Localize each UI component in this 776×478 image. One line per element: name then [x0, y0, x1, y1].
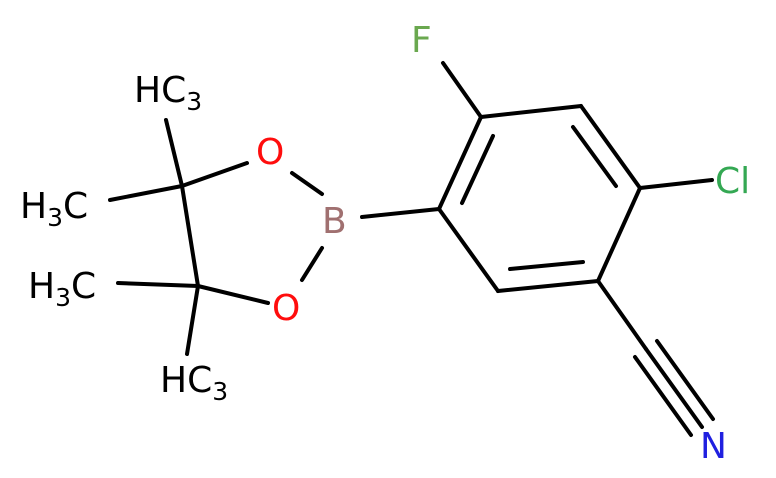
bond-c4-c5 — [496, 279, 600, 293]
bond-triple-1 — [644, 347, 704, 429]
bond-c-b — [360, 207, 441, 219]
bond-c5-c6 — [437, 207, 500, 293]
bond-c-cn — [596, 279, 648, 351]
methyl-label-lower-left: H3C — [28, 266, 96, 312]
atom-oxygen-top: O — [256, 132, 284, 173]
bond-c2-c3-inner — [571, 125, 618, 188]
benzene-ring — [437, 104, 642, 293]
methyl-label-upper-left: H3C — [20, 186, 88, 232]
atom-nitrogen: N — [700, 426, 727, 467]
bond-b-o2 — [300, 246, 324, 282]
atom-oxygen-bottom: O — [272, 288, 300, 329]
bond-c6-c1-inner — [460, 134, 495, 205]
bond-c1-c2 — [479, 104, 583, 119]
bond-c6-c1 — [437, 115, 483, 211]
bond-triple-3 — [655, 339, 715, 421]
bond-methyl-4 — [185, 284, 200, 356]
bond-o1-c — [180, 161, 249, 188]
methyl-label-top: HC3 — [134, 70, 202, 116]
atom-boron: B — [322, 201, 347, 242]
bond-c-c — [180, 184, 200, 288]
bond-c-f — [441, 61, 483, 119]
bond-methyl-2 — [108, 184, 184, 202]
bond-c3-c4 — [596, 186, 642, 283]
dioxaborolane-ring — [180, 161, 324, 305]
atom-fluorine: F — [411, 20, 432, 61]
bond-c4-c5-inner — [508, 260, 585, 271]
bond-triple-2 — [633, 355, 693, 437]
bond-c-cl — [638, 178, 714, 190]
bond-methyl-3 — [116, 281, 200, 288]
atom-chlorine: Cl — [715, 161, 750, 202]
bond-methyl-1 — [164, 118, 184, 188]
bond-c2-c3 — [579, 104, 642, 190]
bond-o2-c — [196, 284, 270, 305]
bond-b-o1 — [290, 171, 324, 196]
methyl-label-bottom: HC3 — [160, 360, 228, 406]
